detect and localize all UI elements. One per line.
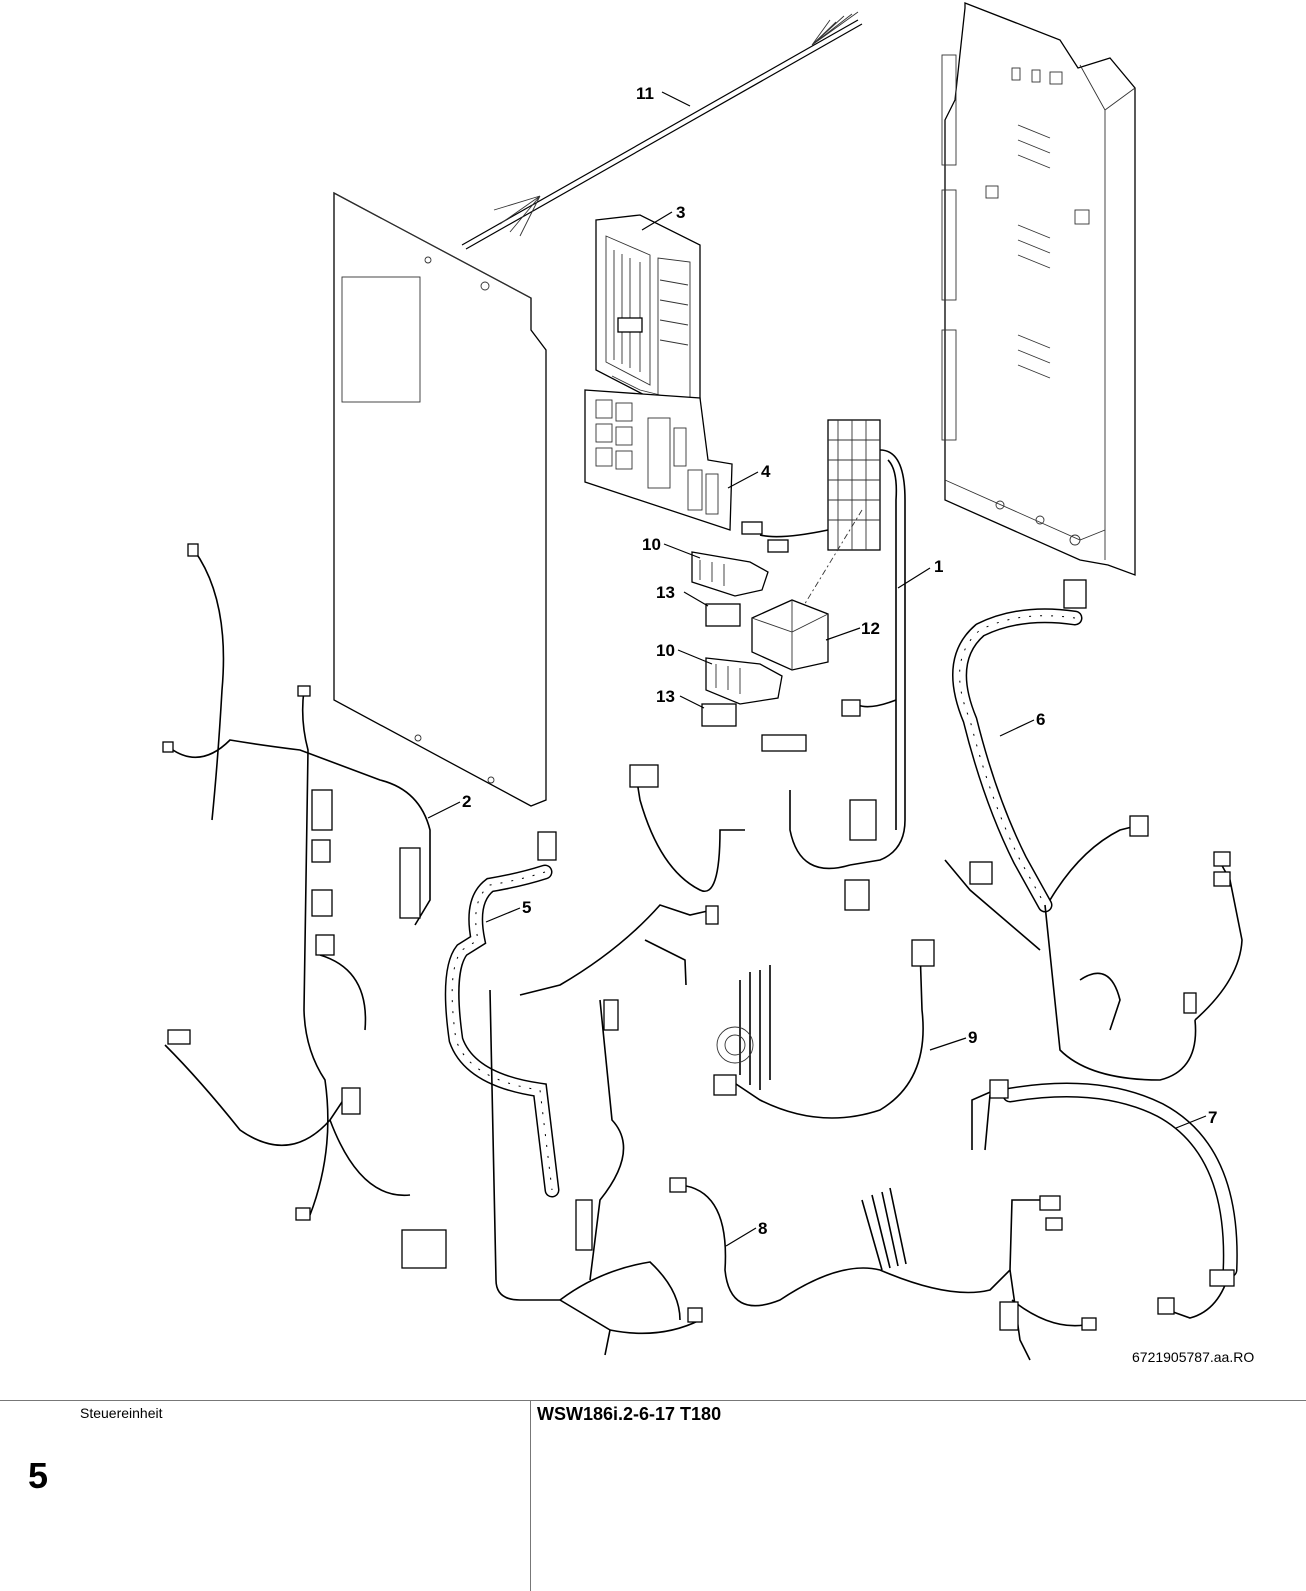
footer-column-divider [530,1400,531,1591]
exploded-parts-diagram: 1 2 3 4 5 6 7 8 9 10 11 12 13 10 13 6721… [162,2,1254,1365]
part-3-control-unit [595,214,701,406]
rear-mounting-plate [941,2,1136,576]
part-4-circuit-board [584,389,733,531]
part-7-harness [971,1079,1238,1319]
callout-10-upper: 10 [642,535,661,554]
callout-8: 8 [758,1219,767,1238]
part-13-relay-lower [701,703,737,727]
part-9-harness [713,939,935,1119]
section-name: Steuereinheit [80,1405,163,1421]
leader-lines [427,91,1207,1247]
part-12-transformer [751,599,829,671]
part-1-terminal-harness [629,419,906,911]
front-cover-panel [333,191,547,807]
drawing-reference-code: 6721905787.aa.RO [1132,1349,1254,1365]
callout-6: 6 [1036,710,1045,729]
part-11-cable-bundle [461,11,863,250]
part-2-harness [162,543,431,1221]
callout-12: 12 [861,619,880,638]
callout-13-lower: 13 [656,687,675,706]
section-number: 5 [28,1455,49,1496]
callout-3: 3 [676,203,685,222]
callout-11: 11 [636,84,654,103]
callout-10-lower: 10 [656,641,675,660]
callout-9: 9 [968,1028,977,1047]
part-13-relay-upper [705,603,741,627]
callout-1: 1 [934,557,943,576]
callout-7: 7 [1208,1108,1217,1127]
part-8-harness [669,1177,1097,1361]
part-10-terminal-block-upper [691,551,769,597]
part-6-hose-harness [944,579,1243,1081]
part-10-terminal-block-lower [705,657,783,705]
footer-top-border [0,1400,1306,1401]
callout-2: 2 [462,792,471,811]
callout-13-upper: 13 [656,583,675,602]
callout-labels: 1 2 3 4 5 6 7 8 9 10 11 12 13 10 13 [462,84,1217,1238]
model-name: WSW186i.2-6-17 T180 [537,1404,722,1424]
callout-5: 5 [522,898,531,917]
footer-table: Steuereinheit 5 WSW186i.2-6-17 T180 [0,1400,1306,1591]
part-5-hose-harness [401,831,719,1356]
callout-4: 4 [761,462,771,481]
